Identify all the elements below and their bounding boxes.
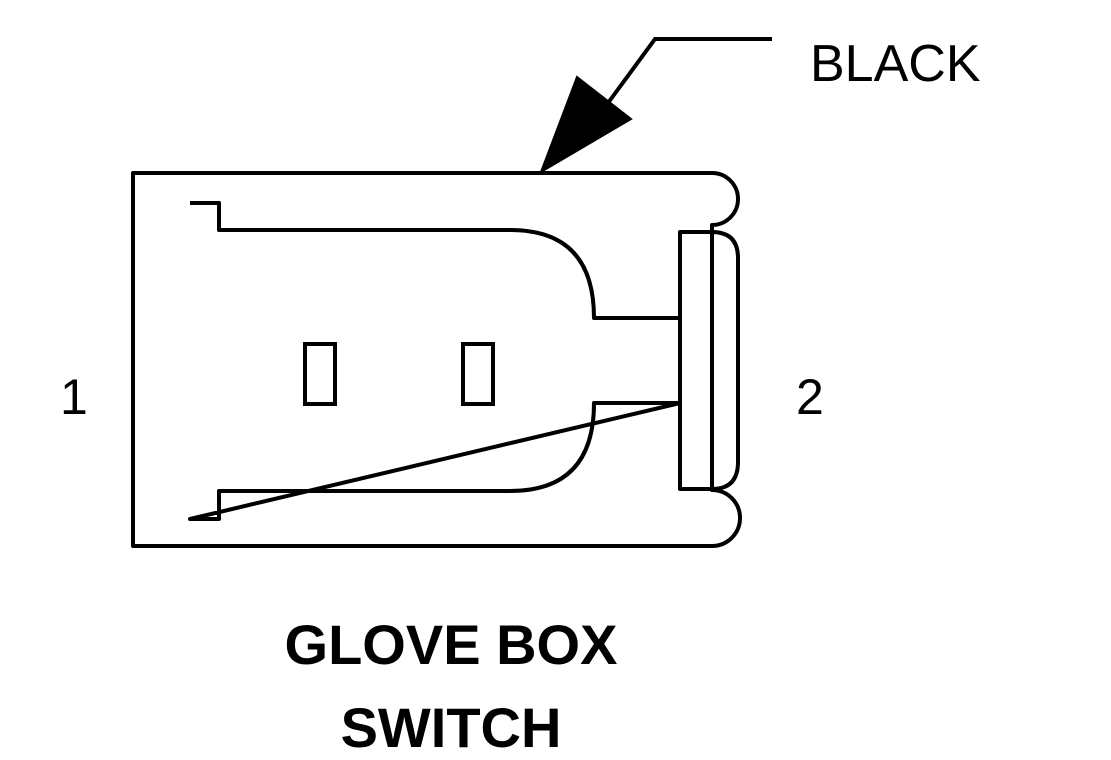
color-leader-arrowhead — [539, 75, 633, 175]
locking-tab — [678, 230, 740, 491]
wire-color-label: BLACK — [810, 35, 981, 93]
pin-1-label: 1 — [60, 369, 88, 425]
pin-2-label: 2 — [796, 369, 824, 425]
pin-2-cavity — [461, 342, 495, 406]
connector-title-line-1: GLOVE BOX — [284, 613, 618, 676]
pin-1-cavity — [303, 342, 337, 406]
terminal-cavity-outline — [188, 201, 682, 521]
color-leader-line — [606, 37, 772, 105]
connector-title-line-2: SWITCH — [340, 696, 562, 759]
